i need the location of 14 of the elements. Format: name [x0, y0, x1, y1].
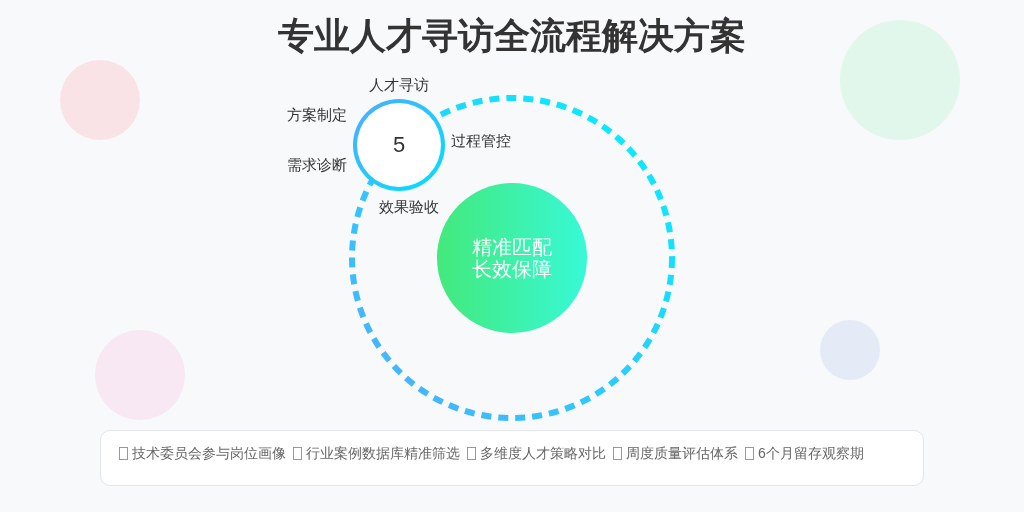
- stage-label: 需求诊断: [287, 155, 347, 174]
- stage-label: 方案制定: [287, 105, 347, 124]
- circle-label: 长效保障: [472, 258, 552, 280]
- stage-label: 过程管控: [451, 131, 511, 150]
- feature-item: 技术委员会参与岗位画像: [132, 444, 286, 462]
- stage-label: 人才寻访: [369, 75, 429, 94]
- feature-item: 行业案例数据库精准筛选: [306, 444, 460, 462]
- feature-item: 6个月留存观察期: [758, 444, 864, 462]
- stage-label: 效果验收: [379, 197, 439, 216]
- feature-panel: [100, 430, 924, 486]
- circle-label: 精准匹配: [472, 236, 552, 258]
- title: 专业人才寻访全流程解决方案: [278, 14, 746, 58]
- feature-item: 多维度人才策略对比: [480, 444, 606, 462]
- feature-item: 周度质量评估体系: [626, 444, 738, 462]
